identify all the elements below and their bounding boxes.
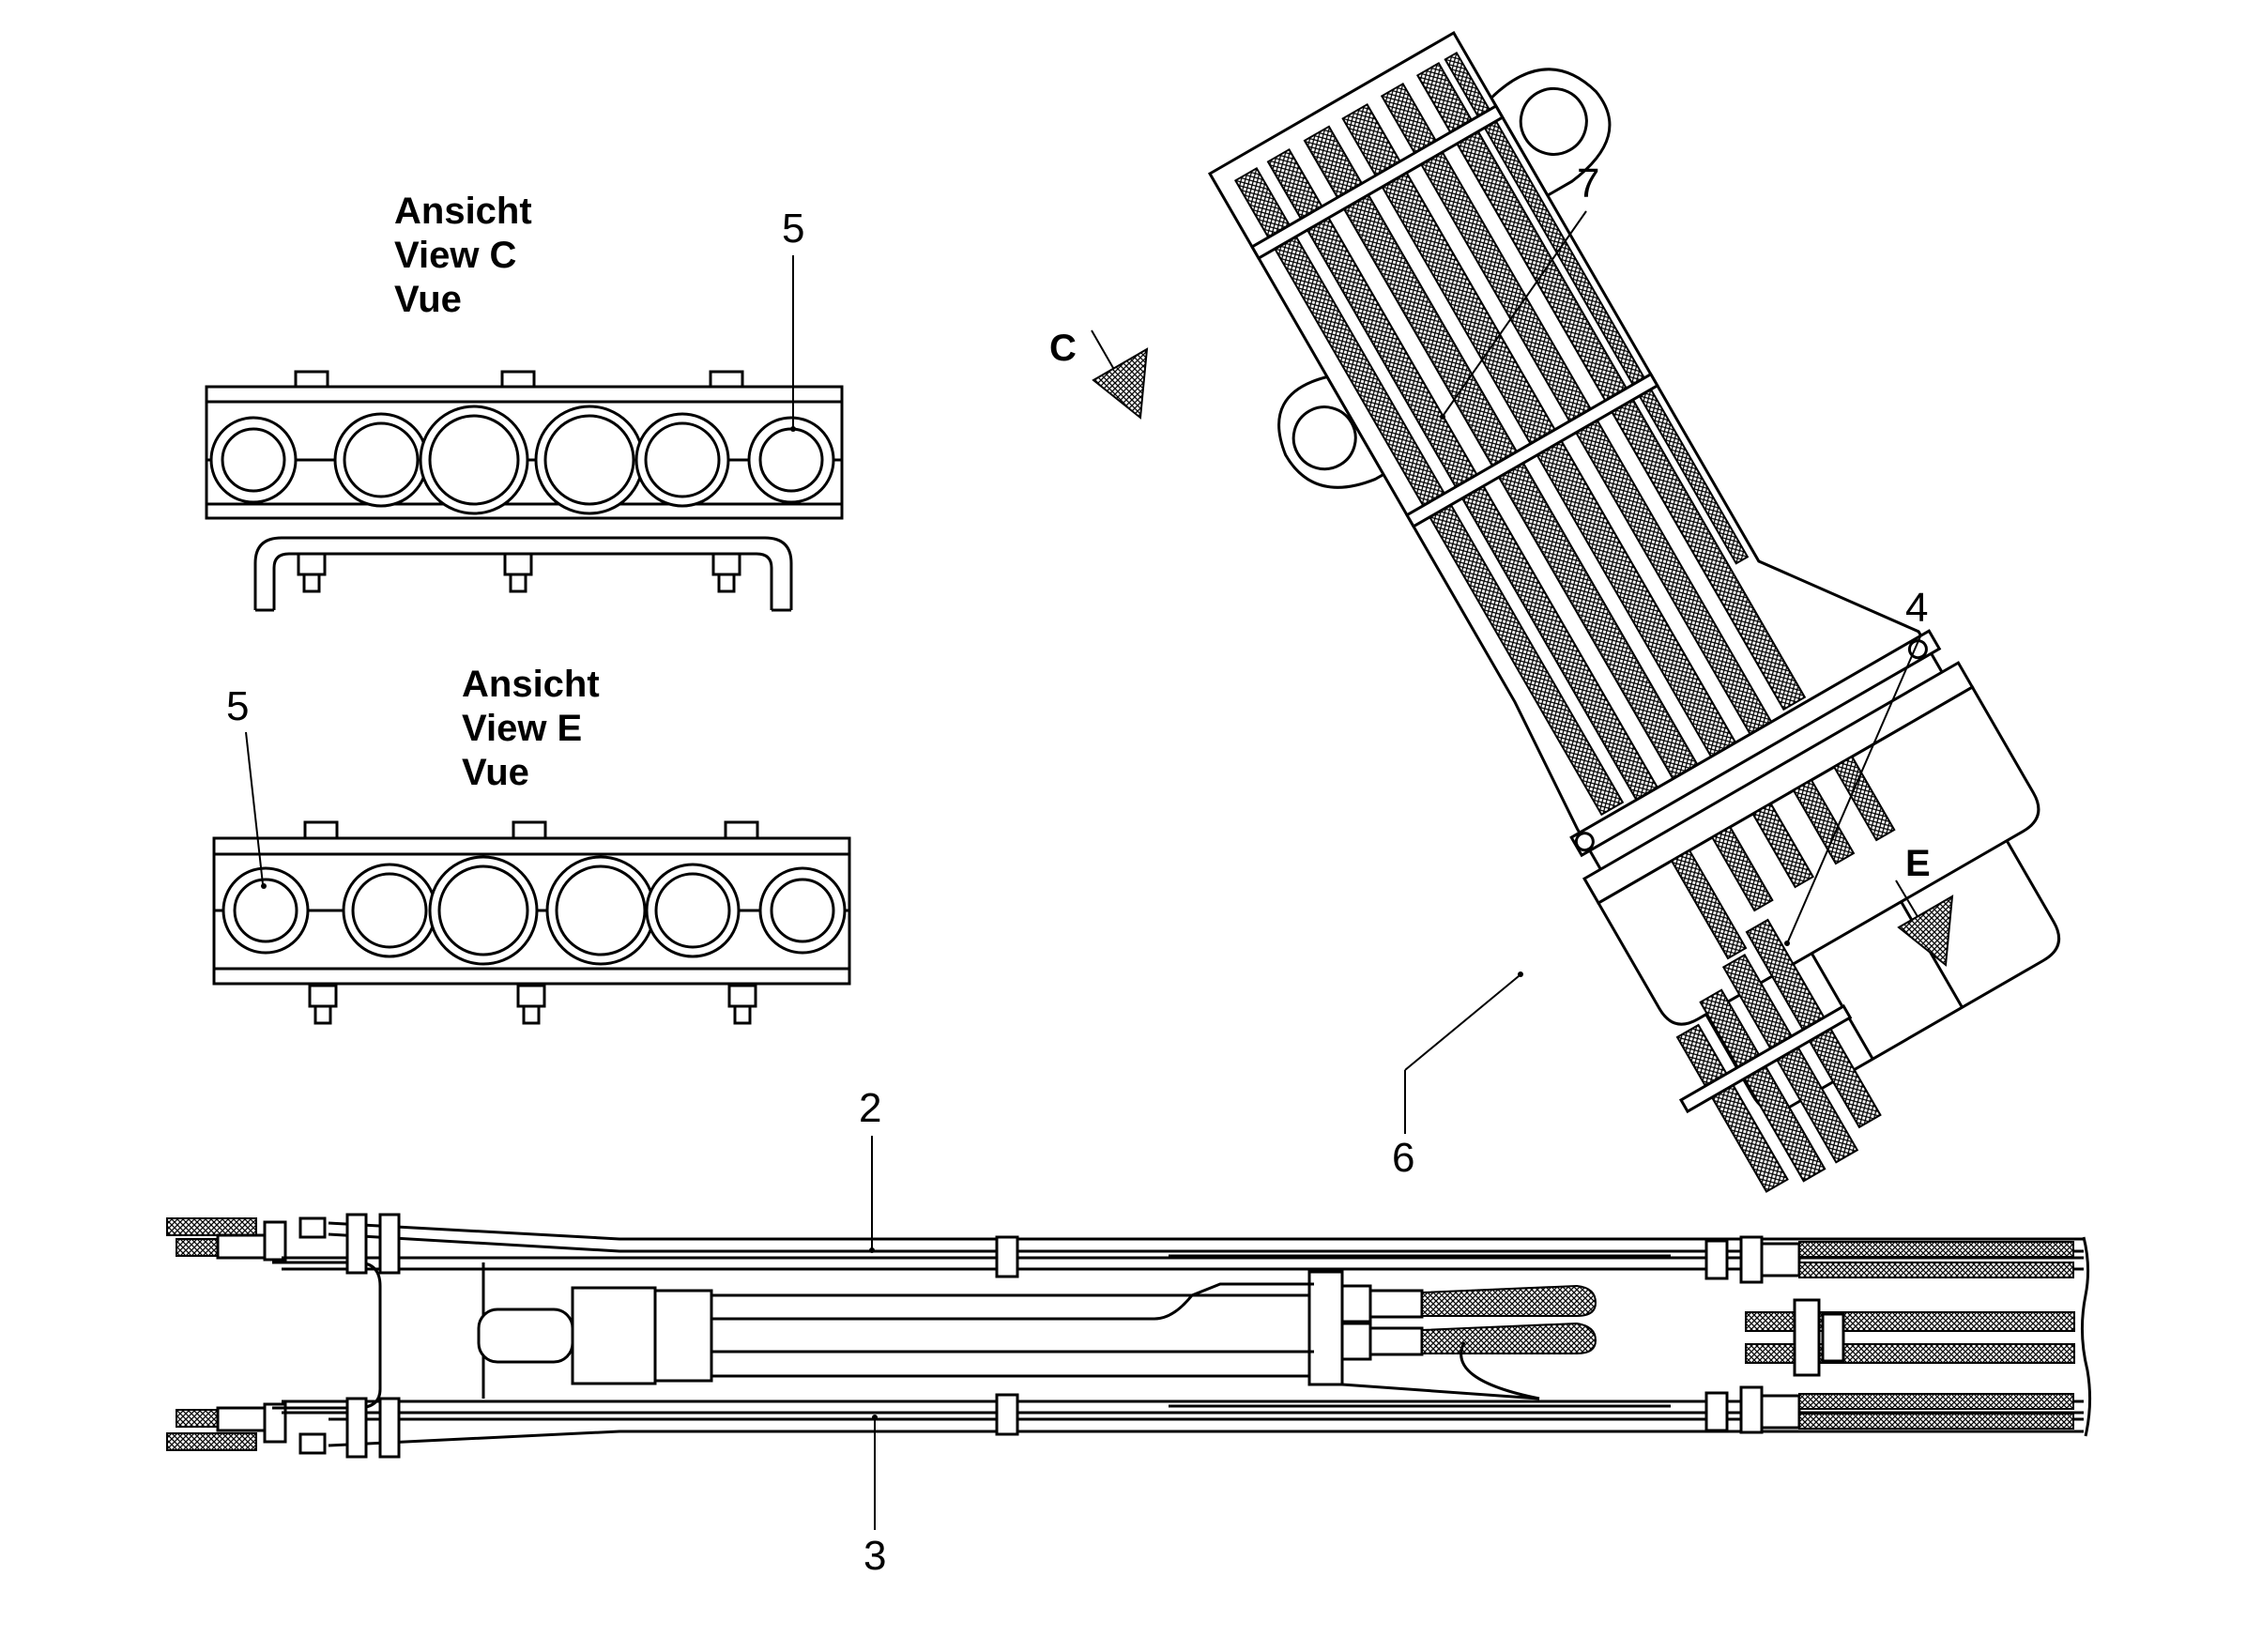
- callout-6-text: 6: [1392, 1135, 1414, 1181]
- view-c-line-3: Vue: [394, 279, 462, 320]
- callout-4-text: 4: [1905, 585, 1928, 631]
- hose-bundle-detached: [1675, 918, 1882, 1193]
- arrow-c-label: C: [1049, 328, 1077, 369]
- arrow-e-label: E: [1905, 843, 1931, 884]
- callout-5-top: 5: [782, 206, 804, 432]
- section-arrow-c: C: [1049, 328, 1149, 420]
- callout-5a-text: 5: [782, 206, 804, 252]
- section-arrow-e: E: [1895, 843, 1954, 967]
- callout-6: 6: [1392, 971, 1523, 1181]
- boom-horizontal: [166, 1213, 2092, 1459]
- callout-5b-text: 5: [226, 683, 249, 729]
- boom-rotated: [1207, 30, 2061, 1113]
- callout-3: 3: [864, 1415, 886, 1579]
- view-c-line-1: Ansicht: [394, 191, 532, 232]
- view-e-line-2: View E: [462, 708, 582, 749]
- view-e-label: Ansicht View E Vue: [462, 664, 600, 793]
- callout-3-text: 3: [864, 1533, 886, 1579]
- callout-7: 7: [1440, 161, 1599, 420]
- view-c-label: Ansicht View C Vue: [394, 191, 532, 320]
- callout-4: 4: [1784, 585, 1928, 946]
- clamp-view-c: [205, 370, 844, 612]
- callout-2-text: 2: [859, 1085, 881, 1131]
- callout-2: 2: [859, 1085, 881, 1253]
- callout-7-text: 7: [1577, 161, 1599, 206]
- view-e-line-3: Vue: [462, 752, 529, 793]
- callout-5-left: 5: [226, 683, 267, 889]
- view-c-line-2: View C: [394, 235, 516, 276]
- view-e-line-1: Ansicht: [462, 664, 600, 705]
- clamp-view-e: [212, 820, 851, 1025]
